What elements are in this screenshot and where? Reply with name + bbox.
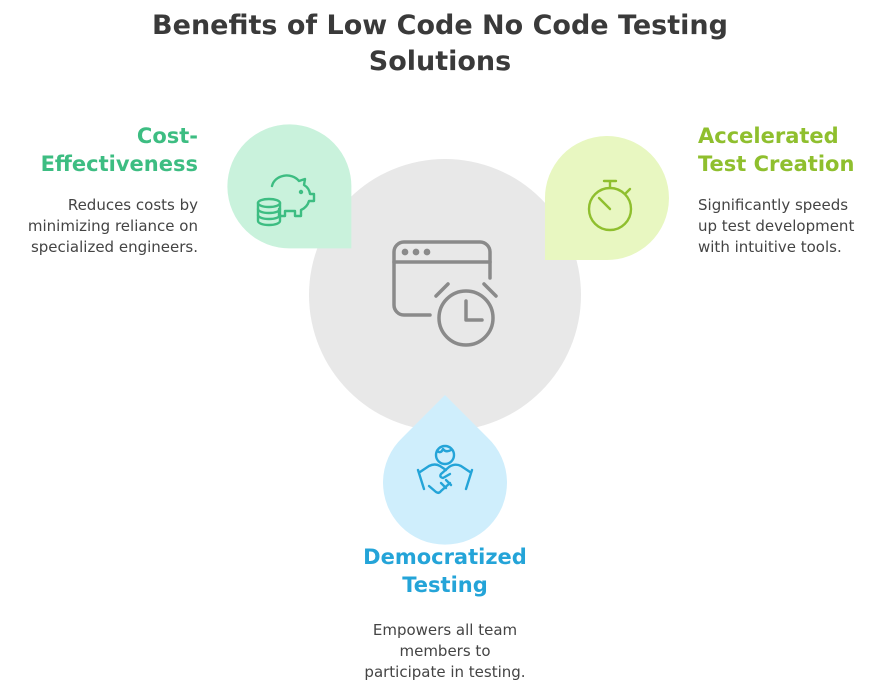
accelerated-test-creation-description: Significantly speeds up test development… [698, 195, 878, 258]
cost-effectiveness-description: Reduces costs by minimizing reliance on … [0, 195, 198, 258]
democratized-testing-heading-line: Testing [402, 573, 488, 597]
accelerated-test-creation-drop [544, 136, 669, 261]
page-title: Benefits of Low Code No Code Testing Sol… [152, 10, 728, 77]
democratized-testing-heading: Democratized Testing [325, 543, 565, 599]
cost-effectiveness-heading-line: Cost- [136, 124, 198, 148]
accelerated-test-creation-description-line: with intuitive tools. [698, 238, 842, 256]
browser-clock-icon [392, 240, 498, 347]
democratized-testing-description: Empowers all team members to participate… [325, 620, 565, 683]
cost-effectiveness-heading-line: Effectiveness [40, 152, 198, 176]
democratized-testing-description-line: members to [399, 642, 491, 660]
accelerated-test-creation-heading: Accelerated Test Creation [698, 122, 878, 178]
accelerated-test-creation-heading-line: Test Creation [698, 152, 855, 176]
cost-effectiveness-description-line: minimizing reliance on [27, 217, 198, 235]
cost-effectiveness-description-line: specialized engineers. [30, 238, 198, 256]
democratized-testing-description-line: Empowers all team [372, 621, 518, 639]
globe-handshake-icon [416, 444, 474, 494]
cost-effectiveness-drop [227, 124, 352, 249]
stopwatch-icon [587, 179, 633, 232]
accelerated-test-creation-heading-line: Accelerated [698, 124, 839, 148]
piggy-bank-coins-icon [256, 174, 316, 227]
cost-effectiveness-description-line: Reduces costs by [67, 196, 198, 214]
accelerated-test-creation-description-line: up test development [698, 217, 855, 235]
accelerated-test-creation-description-line: Significantly speeds [698, 196, 849, 214]
democratized-testing-description-line: participate in testing. [364, 663, 526, 681]
cost-effectiveness-heading: Cost- Effectiveness [8, 122, 198, 178]
democratized-testing-heading-line: Democratized [363, 545, 527, 569]
center-circle [309, 159, 581, 431]
